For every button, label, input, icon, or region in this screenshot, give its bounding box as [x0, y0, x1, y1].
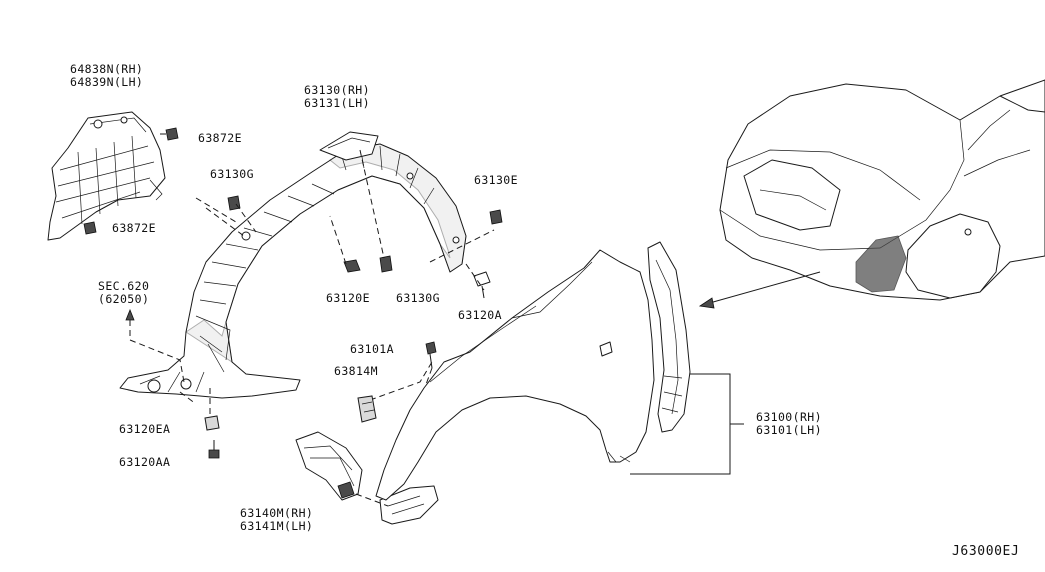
leader-dashed-lines: [129, 149, 495, 420]
clip-63120a[interactable]: [473, 271, 491, 299]
vehicle-overview: [719, 79, 1045, 301]
clip-63130g-left[interactable]: [227, 195, 241, 211]
clip-63130g-bottom[interactable]: [379, 255, 393, 273]
label-63120ea[interactable]: 63120EA: [119, 422, 171, 436]
label-63101[interactable]: 63101(LH): [756, 423, 822, 437]
label-63120e[interactable]: 63120E: [326, 291, 370, 305]
clip-63872e-bottom[interactable]: [83, 221, 97, 235]
label-63872e-bottom[interactable]: 63872E: [112, 221, 156, 235]
front-fender-63100[interactable]: [375, 249, 655, 501]
label-63140m[interactable]: 63140M(RH): [240, 506, 314, 520]
clip-63120e[interactable]: [343, 259, 361, 273]
bracket-63140m[interactable]: [295, 431, 439, 525]
label-63120a[interactable]: 63120A: [458, 308, 502, 322]
label-63814m[interactable]: 63814M: [334, 364, 378, 378]
fender-bracket-64838n[interactable]: [47, 111, 166, 241]
bolt-63120aa[interactable]: [208, 440, 220, 459]
direction-arrow-icon: [698, 271, 821, 309]
label-63130g-bottom[interactable]: 63130G: [396, 291, 440, 305]
label-63101a[interactable]: 63101A: [350, 342, 394, 356]
fender-protector-63130[interactable]: [119, 131, 467, 399]
label-63131-lh[interactable]: 63131(LH): [304, 96, 370, 110]
diagram-reference-code: J63000EJ: [952, 544, 1020, 559]
bolt-63101a[interactable]: [423, 341, 437, 391]
label-64838n[interactable]: 64838N(RH): [70, 62, 144, 76]
bracket-63814m[interactable]: [357, 395, 377, 423]
label-63130-rh[interactable]: 63130(RH): [304, 83, 370, 97]
label-sec-620[interactable]: SEC.620: [98, 279, 150, 293]
label-sec-62050[interactable]: (62050): [98, 292, 150, 306]
label-63872e-top[interactable]: 63872E: [198, 131, 242, 145]
arrow-sec-620: [125, 308, 135, 340]
clip-63130e[interactable]: [489, 209, 503, 225]
label-63100[interactable]: 63100(RH): [756, 410, 822, 424]
callout-63100: [630, 373, 744, 475]
label-63141m[interactable]: 63141M(LH): [240, 519, 314, 533]
label-63120aa[interactable]: 63120AA: [119, 455, 171, 469]
label-64839n[interactable]: 64839N(LH): [70, 75, 144, 89]
label-63130e[interactable]: 63130E: [474, 173, 518, 187]
clip-63872e-top[interactable]: [160, 127, 179, 141]
label-63130g-left[interactable]: 63130G: [210, 167, 254, 181]
fender-seal-strip[interactable]: [647, 241, 691, 433]
nut-63120ea[interactable]: [204, 415, 220, 431]
